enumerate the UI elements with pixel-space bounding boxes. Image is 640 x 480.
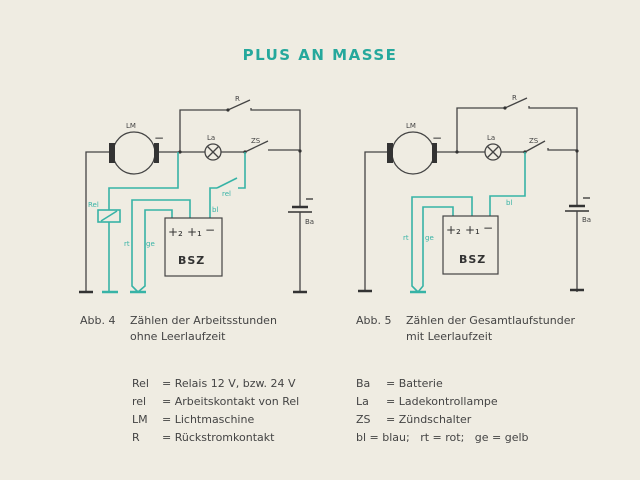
legend-item: LM= Lichtmaschine	[132, 413, 255, 426]
hour-meter-bsz	[442, 215, 499, 275]
battery-ba	[565, 197, 590, 292]
caption-line: Zählen der Gesamtlaufstunder	[406, 314, 576, 327]
brush-left	[109, 143, 115, 163]
figure-caption-abb4: Abb. 4 Zählen der Arbeitsstunden ohne Lee…	[80, 313, 277, 345]
figure-caption-abb5: Abb. 5 Zählen der Gesamtlaufstunder mit L…	[356, 313, 575, 345]
terminal-plus1: +₁	[465, 223, 480, 237]
legend-item: La= Ladekontrollampe	[356, 395, 498, 408]
generator-lm	[391, 131, 435, 175]
label-bl: bl	[212, 206, 218, 214]
label-rt: rt	[124, 240, 130, 248]
label-lm: LM	[406, 122, 416, 130]
legend-item: Ba= Batterie	[356, 377, 443, 390]
label-ge: ge	[425, 234, 434, 242]
diagram-abb4: LM − La R ZS Ba	[79, 95, 314, 294]
figure-number: Abb. 4	[80, 314, 116, 327]
label-rel-coil: Rel	[88, 201, 99, 209]
label-zs: ZS	[529, 137, 539, 145]
battery-ba	[288, 198, 313, 292]
label-rel-contact: rel	[222, 190, 231, 198]
hour-meter-bsz	[164, 217, 223, 277]
caption-line: ohne Leerlaufzeit	[130, 330, 226, 343]
brush-right	[154, 143, 159, 163]
diagram-abb5: LM − La R ZS Ba bl rt ge +₂	[358, 94, 591, 294]
label-ge: ge	[146, 240, 155, 248]
brush-right	[432, 143, 437, 163]
label-bsz: BSZ	[178, 254, 205, 267]
label-lm-minus: −	[432, 131, 442, 145]
label-bl: bl	[506, 199, 512, 207]
caption-line: Zählen der Arbeitsstunden	[130, 314, 277, 327]
label-r: R	[512, 94, 517, 102]
legend-right: Ba= Batterie La= Ladekontrollampe ZS= Zü…	[356, 375, 529, 447]
label-lm-minus: −	[154, 131, 164, 145]
lamp-la	[204, 143, 222, 161]
generator-lm	[112, 131, 156, 175]
terminal-plus1: +₁	[187, 225, 202, 239]
label-la: La	[207, 134, 215, 142]
label-ba: Ba	[582, 216, 591, 224]
legend-item: rel= Arbeitskontakt von Rel	[132, 395, 300, 408]
label-ba: Ba	[305, 218, 314, 226]
label-bsz: BSZ	[459, 253, 486, 266]
figure-number: Abb. 5	[356, 314, 392, 327]
legend-left: Rel= Relais 12 V, bzw. 24 V rel= Arbeits…	[132, 375, 299, 447]
label-r: R	[235, 95, 240, 103]
label-zs: ZS	[251, 137, 261, 145]
terminal-plus2: +₂	[168, 225, 183, 239]
page-title: PLUS AN MASSE	[242, 46, 398, 64]
label-rt: rt	[403, 234, 409, 242]
legend-item: R= Rückstromkontakt	[132, 431, 275, 444]
caption-line: mit Leerlaufzeit	[406, 330, 493, 343]
label-lm: LM	[126, 122, 136, 130]
brush-left	[387, 143, 393, 163]
terminal-minus: −	[483, 221, 493, 235]
terminal-plus2: +₂	[446, 223, 461, 237]
terminal-minus: −	[205, 223, 215, 237]
legend-item: ZS= Zündschalter	[356, 413, 472, 426]
lamp-la	[484, 143, 502, 161]
legend-item: Rel= Relais 12 V, bzw. 24 V	[132, 377, 296, 390]
legend-item: bl = blau; rt = rot; ge = gelb	[356, 431, 529, 444]
label-la: La	[487, 134, 495, 142]
